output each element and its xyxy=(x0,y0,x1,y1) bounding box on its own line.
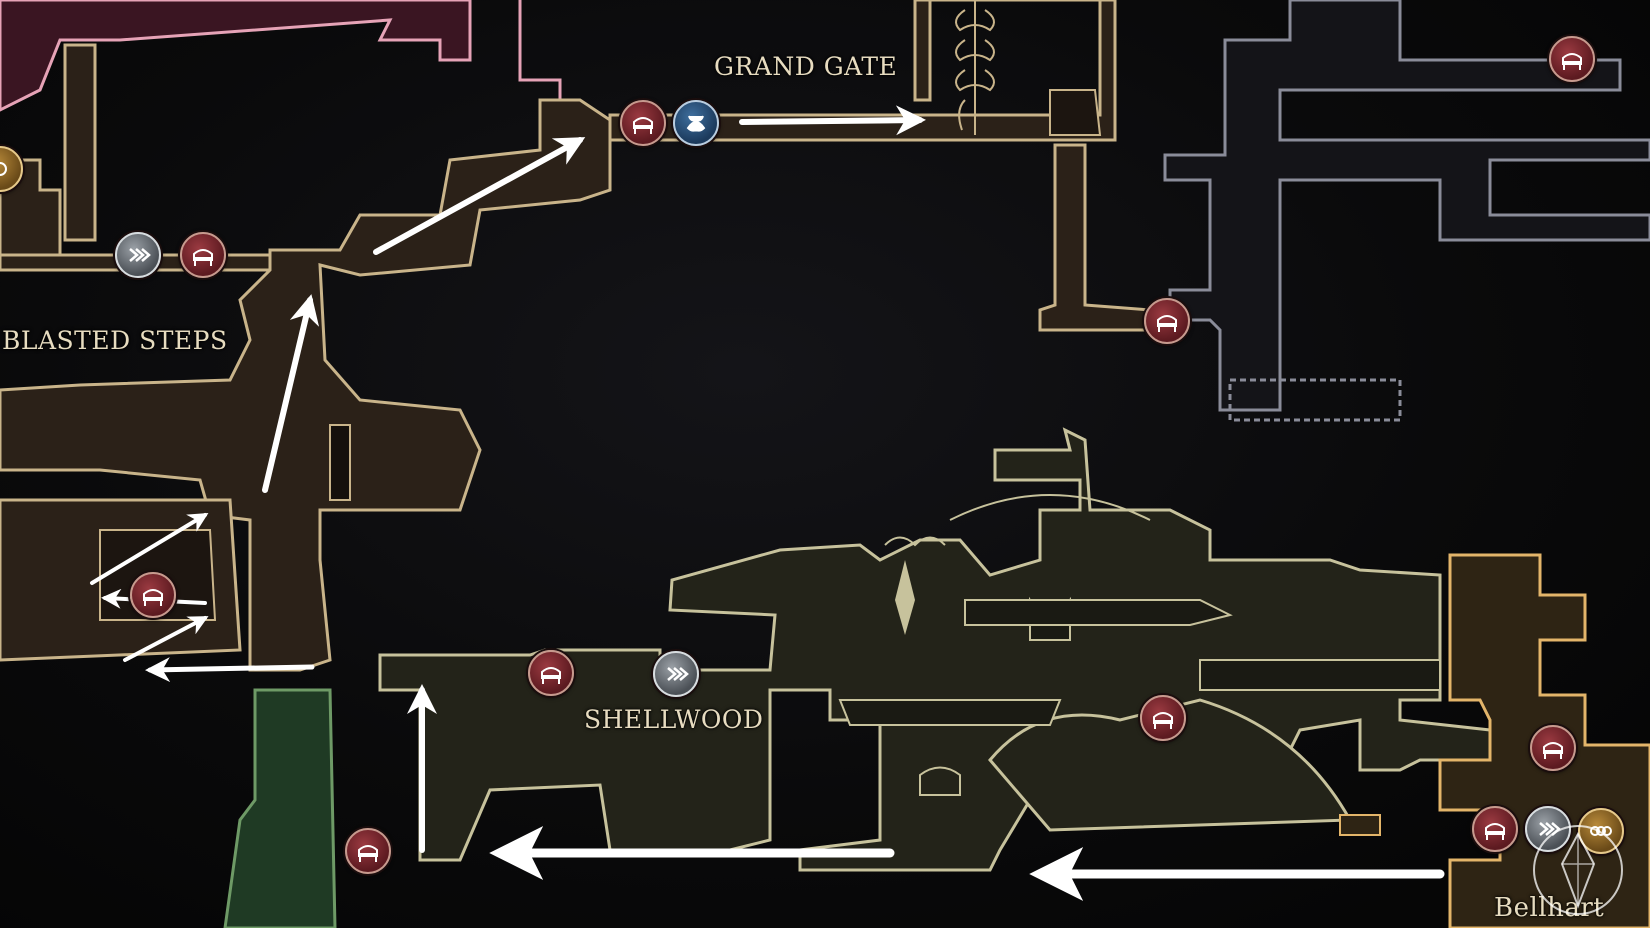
bench-marker[interactable] xyxy=(130,572,176,618)
bench-marker[interactable] xyxy=(620,100,666,146)
bench-icon xyxy=(1153,712,1173,729)
bench-icon xyxy=(193,249,213,266)
bench-marker[interactable] xyxy=(1549,36,1595,82)
bench-marker[interactable] xyxy=(1140,695,1186,741)
bench-icon xyxy=(1485,823,1505,840)
compass-icon xyxy=(1533,825,1623,915)
bench-icon xyxy=(541,667,561,684)
area-label-bellhart: Bellhart xyxy=(1494,893,1605,923)
area-label-grand-gate: GRAND GATE xyxy=(714,52,898,81)
bench-marker[interactable] xyxy=(180,232,226,278)
bench-marker[interactable] xyxy=(528,650,574,696)
fast-travel-icon xyxy=(667,667,689,681)
fast-travel-marker[interactable] xyxy=(115,232,161,278)
region-pink xyxy=(0,0,472,112)
bench-marker[interactable] xyxy=(1472,806,1518,852)
area-label-blasted-steps: BLASTED STEPS xyxy=(2,326,228,355)
bench-marker[interactable] xyxy=(1144,298,1190,344)
fast-travel-marker[interactable] xyxy=(653,651,699,697)
bench-marker[interactable] xyxy=(345,828,391,874)
region-gray xyxy=(1163,0,1650,422)
npc-icon xyxy=(686,115,706,132)
shop-icon xyxy=(0,162,7,176)
bench-icon xyxy=(143,589,163,606)
bench-marker[interactable] xyxy=(1530,725,1576,771)
bench-icon xyxy=(633,117,653,134)
fast-travel-icon xyxy=(129,248,151,262)
bench-icon xyxy=(1543,742,1563,759)
bench-icon xyxy=(1157,315,1177,332)
bench-icon xyxy=(1562,53,1582,70)
region-shellwood xyxy=(378,427,1492,872)
bench-icon xyxy=(358,845,378,862)
region-green xyxy=(223,688,337,928)
npc-marker[interactable] xyxy=(673,100,719,146)
area-label-shellwood: SHELLWOOD xyxy=(584,705,764,734)
